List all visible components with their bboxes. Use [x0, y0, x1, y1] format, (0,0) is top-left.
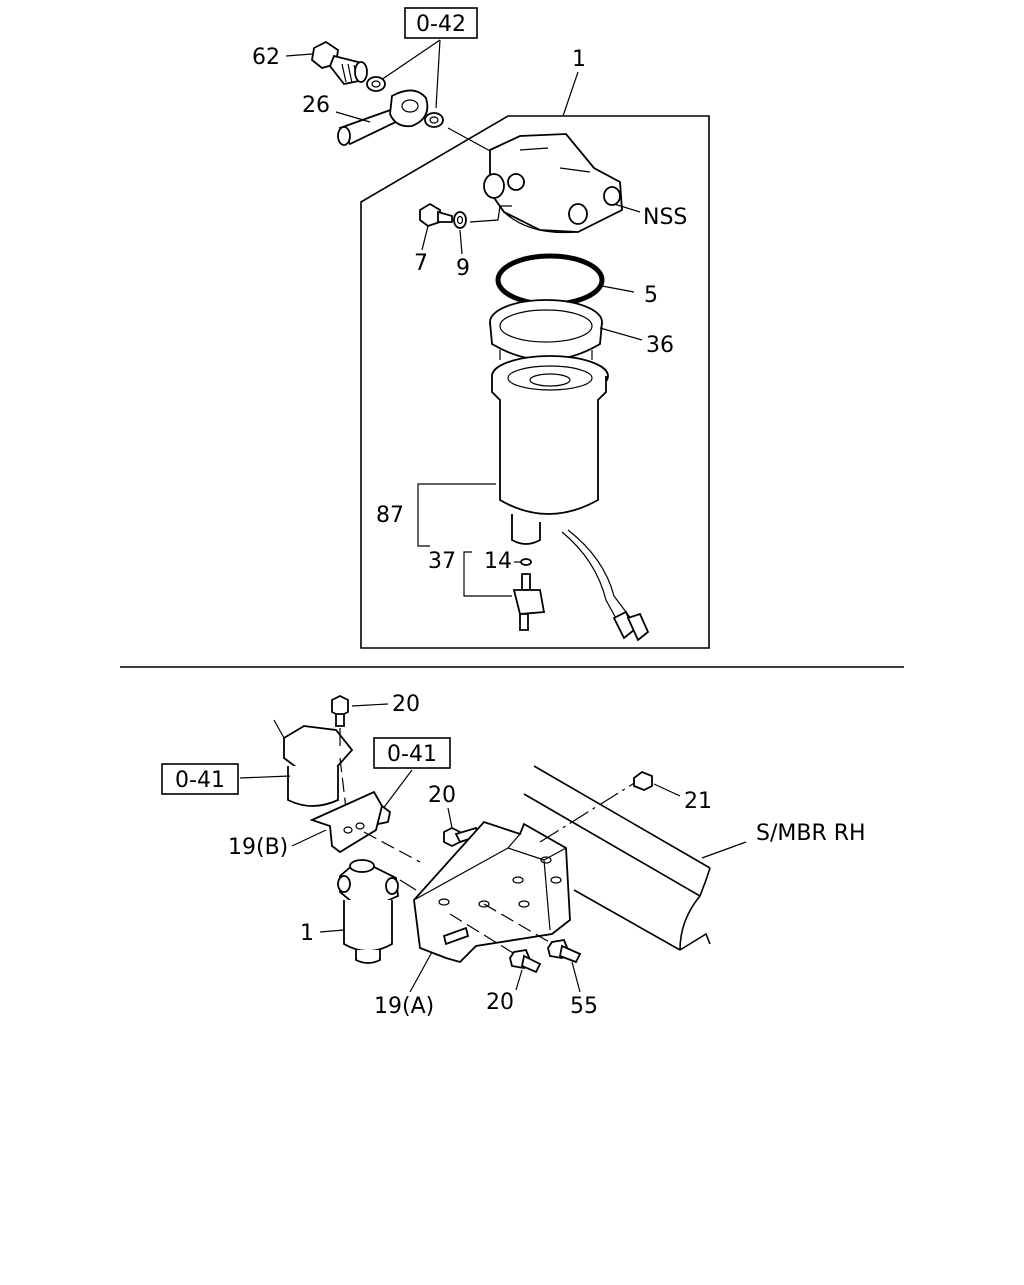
label-part-26: 26 — [302, 93, 330, 118]
part-26-eye-fitting[interactable] — [337, 89, 429, 146]
leader-36 — [599, 327, 643, 341]
leader-1-top — [562, 71, 579, 117]
part-7-bleed-plug[interactable] — [419, 202, 453, 228]
leader-head-to-plug — [469, 205, 512, 223]
label-part-62: 62 — [252, 45, 280, 70]
leader-20-mid — [447, 807, 453, 829]
ref-box-0-42[interactable]: 0-42 — [404, 7, 478, 39]
leader-7 — [421, 225, 429, 251]
part-20-bolt-bottom[interactable] — [509, 948, 542, 974]
label-part-1-top: 1 — [572, 47, 586, 72]
part-19b-bracket[interactable] — [309, 790, 383, 854]
label-nss: NSS — [643, 205, 687, 230]
leader-9 — [459, 229, 463, 255]
leader-5 — [601, 285, 635, 293]
part-36-ring-nut[interactable] — [489, 299, 603, 368]
label-part-20-mid: 20 — [428, 783, 456, 808]
leader-20-top — [351, 703, 389, 707]
label-part-5: 5 — [644, 283, 658, 308]
leader-nss — [613, 203, 641, 213]
label-part-19a: 19(A) — [374, 994, 434, 1019]
sealing-washer-lower — [424, 112, 444, 128]
label-part-37: 37 — [428, 549, 456, 574]
leader-0-41-left — [239, 775, 291, 779]
ref-label-0-41-right: 0-41 — [387, 742, 437, 767]
label-part-20-top: 20 — [392, 692, 420, 717]
label-part-14: 14 — [484, 549, 512, 574]
leader-37 — [463, 551, 512, 597]
label-part-19b: 19(B) — [228, 835, 288, 860]
leader-19b — [291, 829, 327, 847]
label-part-9: 9 — [456, 256, 470, 281]
center-dash-filter-b — [339, 757, 349, 827]
leader-21 — [653, 783, 681, 797]
ref-box-0-41-right[interactable]: 0-41 — [373, 737, 451, 769]
leader-side-member — [701, 841, 747, 859]
label-part-20-bottom: 20 — [486, 990, 514, 1015]
part-19a-bracket[interactable] — [413, 820, 571, 964]
leader-washer-to-head — [447, 127, 493, 153]
label-part-21: 21 — [684, 789, 712, 814]
leader-19a — [409, 951, 433, 993]
label-part-87: 87 — [376, 503, 404, 528]
leader-87 — [417, 483, 496, 547]
auxiliary-filter[interactable] — [273, 719, 354, 807]
label-side-member-rh: S/MBR RH — [756, 821, 866, 846]
filter-head[interactable] — [483, 133, 623, 234]
label-part-36: 36 — [646, 333, 674, 358]
label-part-1-bottom: 1 — [300, 921, 314, 946]
leader-1-bottom — [319, 929, 345, 933]
part-37-drain-plug[interactable] — [512, 573, 546, 631]
label-part-7: 7 — [414, 251, 428, 276]
part-62-banjo-bolt[interactable] — [311, 40, 368, 85]
main-filter-mounted[interactable] — [337, 859, 399, 964]
side-member-frame-rail — [523, 765, 711, 951]
center-dash-bolt-55 — [483, 903, 557, 947]
sealing-washer-upper — [366, 76, 386, 92]
center-dash-bracket-to-frame — [539, 781, 637, 843]
part-20-bolt-top[interactable] — [331, 694, 349, 727]
part-55-bolt[interactable] — [547, 938, 582, 964]
label-part-55: 55 — [570, 994, 598, 1019]
part-21-nut[interactable] — [633, 770, 653, 791]
leader-26 — [335, 111, 371, 123]
center-dash-19b-to-19a — [363, 831, 421, 863]
part-5-o-ring[interactable] — [495, 253, 605, 307]
sensor-wire-harness — [561, 529, 650, 642]
ref-label-0-42: 0-42 — [416, 12, 466, 37]
leader-0-42-a — [377, 39, 441, 83]
center-dash-bolt-20 — [449, 913, 519, 957]
part-9-washer[interactable] — [453, 211, 467, 229]
part-14-o-ring[interactable] — [520, 558, 532, 566]
ref-box-0-41-left[interactable]: 0-41 — [161, 763, 239, 795]
leader-filter-to-bracket — [399, 879, 417, 891]
leader-55 — [571, 961, 581, 993]
assembly-outline — [360, 115, 710, 649]
leader-20-bottom — [515, 969, 523, 991]
ref-label-0-41-left: 0-41 — [175, 768, 225, 793]
leader-62 — [285, 53, 313, 57]
leader-0-41-right — [381, 769, 413, 811]
leader-0-42-b — [435, 39, 441, 109]
part-87-filter-element[interactable] — [491, 355, 609, 545]
